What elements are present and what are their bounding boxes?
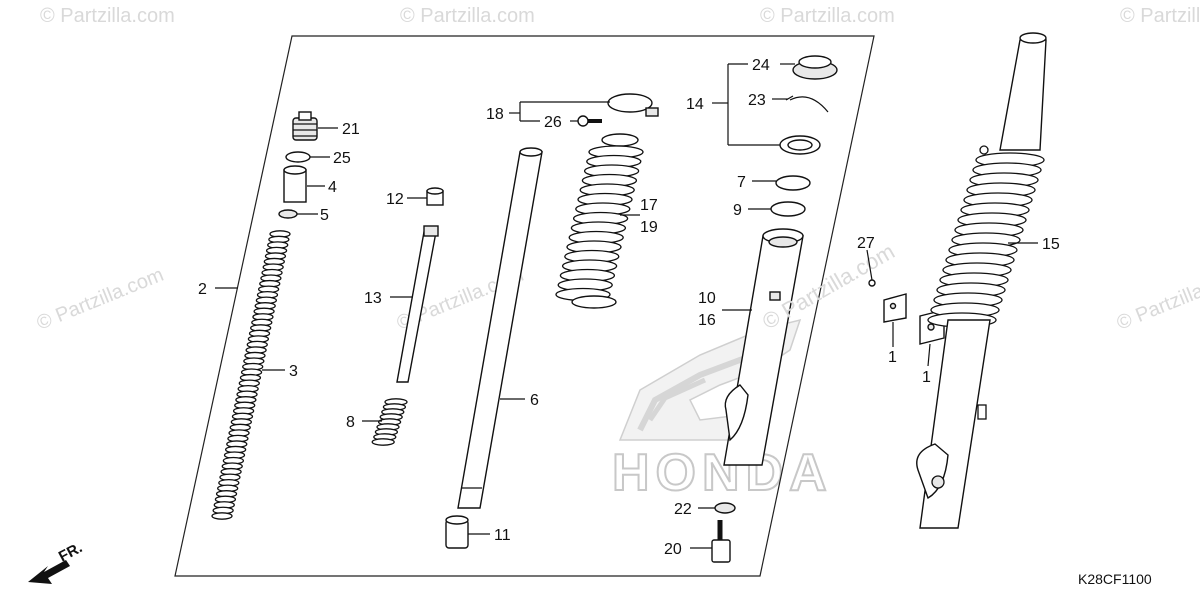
callout-6: 6 (530, 392, 539, 409)
callout-2: 2 (198, 281, 207, 298)
callout-4: 4 (328, 179, 337, 196)
leader-lines (215, 63, 1038, 549)
part-15-fork-assembly (916, 32, 1047, 529)
part-27-bolt (868, 279, 876, 287)
callout-26: 26 (544, 114, 562, 131)
watermark-text: © Partzilla.com (1120, 5, 1200, 27)
part-5-washer (278, 209, 298, 219)
part-1-reflector-bracket (883, 293, 907, 323)
callout-19: 19 (640, 219, 658, 236)
callout-21: 21 (342, 121, 360, 138)
callout-23: 23 (748, 92, 766, 109)
callout-27: 27 (857, 235, 875, 252)
callout-11: 11 (494, 527, 511, 544)
callout-10: 10 (698, 290, 716, 307)
part-18-boot-band (607, 93, 659, 117)
part-23-stopper-ring (785, 95, 829, 113)
callout-labels: 21 25 4 5 2 3 12 13 8 6 11 18 26 17 19 1… (198, 57, 1060, 558)
part-24-dust-seal (792, 55, 838, 80)
watermark-text: © Partzilla.com (34, 264, 167, 335)
part-10-fork-slider (723, 228, 804, 466)
part-20-socket-bolt (711, 520, 731, 563)
watermark-text: © Partzilla.com (760, 5, 895, 27)
callout-13: 13 (364, 290, 382, 307)
part-4-spacer (283, 165, 307, 203)
part-22-sealing-washer (714, 502, 736, 514)
part-21-fork-bolt (292, 111, 318, 141)
part-7-back-up-ring (775, 175, 811, 191)
part-25-o-ring (285, 151, 311, 163)
callout-7: 7 (737, 174, 746, 191)
part-3-fork-spring (211, 230, 291, 520)
callout-15: 15 (1042, 236, 1060, 253)
part-14-oil-seal (779, 135, 821, 155)
part-12-collar (426, 187, 444, 206)
drawing-code: K28CF1100 (1078, 571, 1152, 587)
watermark-text: © Partzilla.com (1114, 264, 1200, 335)
part-17-fork-boot (555, 133, 644, 309)
callout-14: 14 (686, 96, 704, 113)
honda-wing-logo: HONDA (611, 318, 833, 503)
callout-24: 24 (752, 57, 770, 74)
part-13-damper-rod (396, 225, 439, 383)
callout-9: 9 (733, 202, 742, 219)
callout-17: 17 (640, 197, 658, 214)
assembly-frame (174, 35, 875, 577)
callout-25: 25 (333, 150, 351, 167)
watermark-text: © Partzilla.com (40, 5, 175, 27)
callout-16: 16 (698, 312, 716, 329)
honda-brand-text: HONDA (612, 444, 833, 502)
callout-1: 1 (922, 369, 931, 386)
callout-5: 5 (320, 207, 329, 224)
watermark-text: © Partzilla.com (400, 5, 535, 27)
callout-3: 3 (289, 363, 298, 380)
callout-22: 22 (674, 501, 692, 518)
part-26-band-screw (577, 115, 602, 127)
part-9-guide-bushing (770, 201, 806, 217)
part-6-fork-tube (457, 147, 543, 509)
part-11-oil-lock-piece (445, 515, 469, 549)
callout-8: 8 (346, 414, 355, 431)
callout-20: 20 (664, 541, 682, 558)
front-direction-indicator: FR. (28, 539, 85, 584)
part-8-rebound-spring (371, 398, 408, 446)
front-direction-label: FR. (56, 539, 85, 565)
callout-18: 18 (486, 106, 504, 123)
callout-12: 12 (386, 191, 404, 208)
callout-1: 1 (888, 349, 897, 366)
